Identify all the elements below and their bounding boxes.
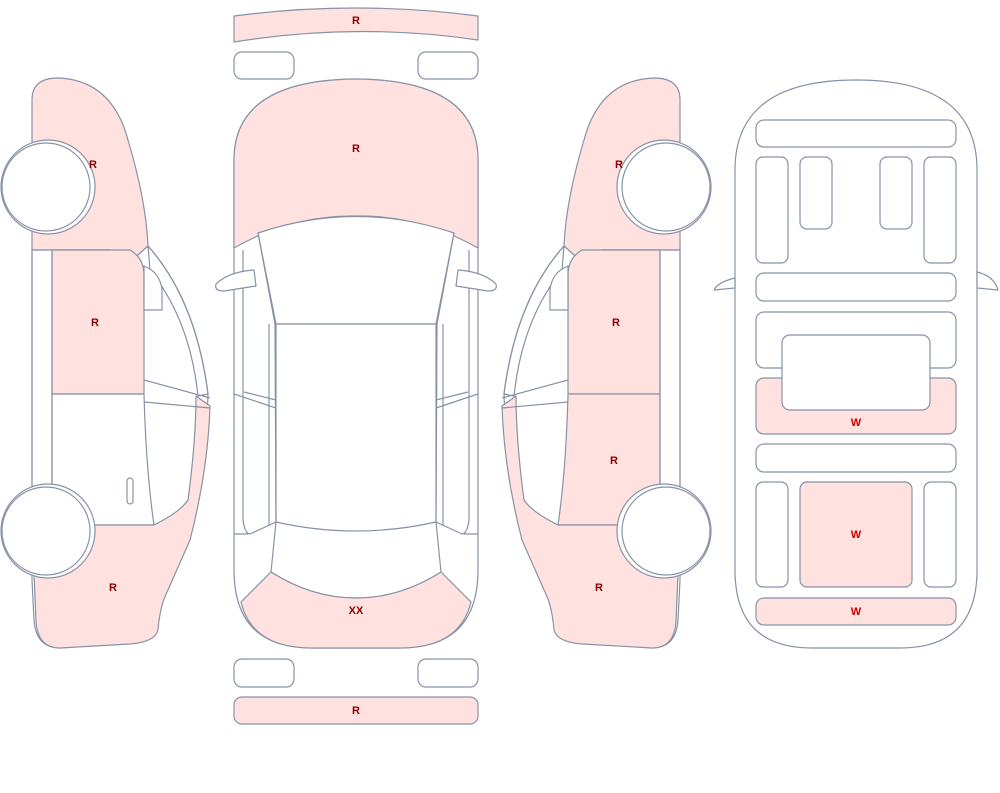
interior-right-mirror[interactable] (976, 271, 999, 291)
roof-panel[interactable] (275, 323, 437, 533)
left-door-seam (233, 391, 277, 409)
left-rear-quarter-panel[interactable] (31, 395, 211, 649)
left-front-door-panel[interactable] (51, 249, 145, 395)
label-right-rear-door: R (610, 455, 618, 467)
rear-shelf[interactable] (755, 443, 957, 473)
front-right-door-trim[interactable] (923, 156, 957, 264)
right-front-door-panel[interactable] (567, 249, 661, 395)
right-side-rail (435, 232, 478, 535)
right-rear-quarter-panel[interactable] (501, 395, 681, 649)
label-right-front-fender: R (615, 159, 623, 171)
label-interior-trunk-center: W (851, 529, 862, 541)
light-bottom-left[interactable] (233, 658, 295, 688)
front-left-door-trim[interactable] (755, 156, 789, 264)
label-tailgate: XX (349, 605, 364, 617)
right-door-seam (435, 391, 479, 409)
light-top-right[interactable] (417, 51, 479, 80)
damage-labels: R R XX R R R R R R R R W W W (89, 15, 862, 717)
tailgate-panel[interactable] (240, 571, 472, 649)
right-window-frame (501, 245, 569, 409)
passenger-seat[interactable] (879, 156, 913, 230)
center-console[interactable] (755, 272, 957, 302)
light-top-left[interactable] (233, 51, 295, 80)
interior-left-mirror[interactable] (713, 277, 736, 291)
windshield[interactable] (257, 215, 455, 325)
label-right-rear-quarter: R (595, 582, 603, 594)
label-front-bumper: R (352, 705, 360, 717)
driver-seat[interactable] (799, 156, 833, 230)
rear-seat-cushion[interactable] (781, 334, 931, 411)
top-view (215, 7, 497, 725)
left-side-view (0, 77, 211, 649)
dashboard[interactable] (755, 119, 957, 148)
rear-left-trim[interactable] (755, 481, 789, 588)
label-rear-bumper-top: R (352, 15, 360, 27)
left-front-wheel[interactable] (1, 142, 91, 232)
left-window-frame (143, 245, 211, 409)
label-interior-trunk-bottom: W (851, 606, 862, 618)
right-side-view (501, 77, 712, 649)
right-mirror-side[interactable] (549, 265, 569, 311)
left-side-rail (234, 232, 277, 535)
right-front-wheel[interactable] (621, 142, 711, 232)
right-rear-wheel[interactable] (621, 486, 711, 576)
trunk-center-panel[interactable] (799, 481, 913, 588)
trunk-bottom-panel[interactable] (755, 597, 957, 626)
label-hood: R (352, 143, 360, 155)
left-mirror-side[interactable] (143, 265, 163, 311)
rear-right-trim[interactable] (923, 481, 957, 588)
top-bumper-panel[interactable] (233, 7, 479, 43)
right-mirror[interactable] (455, 269, 497, 292)
interior-view (713, 79, 999, 649)
left-rear-wheel[interactable] (1, 486, 91, 576)
label-interior-rear-row: W (851, 417, 862, 429)
label-right-front-door: R (612, 317, 620, 329)
left-door-handle[interactable] (126, 477, 134, 505)
label-left-front-fender: R (89, 159, 97, 171)
front-bumper-panel[interactable] (233, 696, 479, 725)
light-bottom-right[interactable] (417, 658, 479, 688)
label-left-front-door: R (91, 317, 99, 329)
left-mirror[interactable] (215, 269, 257, 292)
label-left-rear-quarter: R (109, 582, 117, 594)
